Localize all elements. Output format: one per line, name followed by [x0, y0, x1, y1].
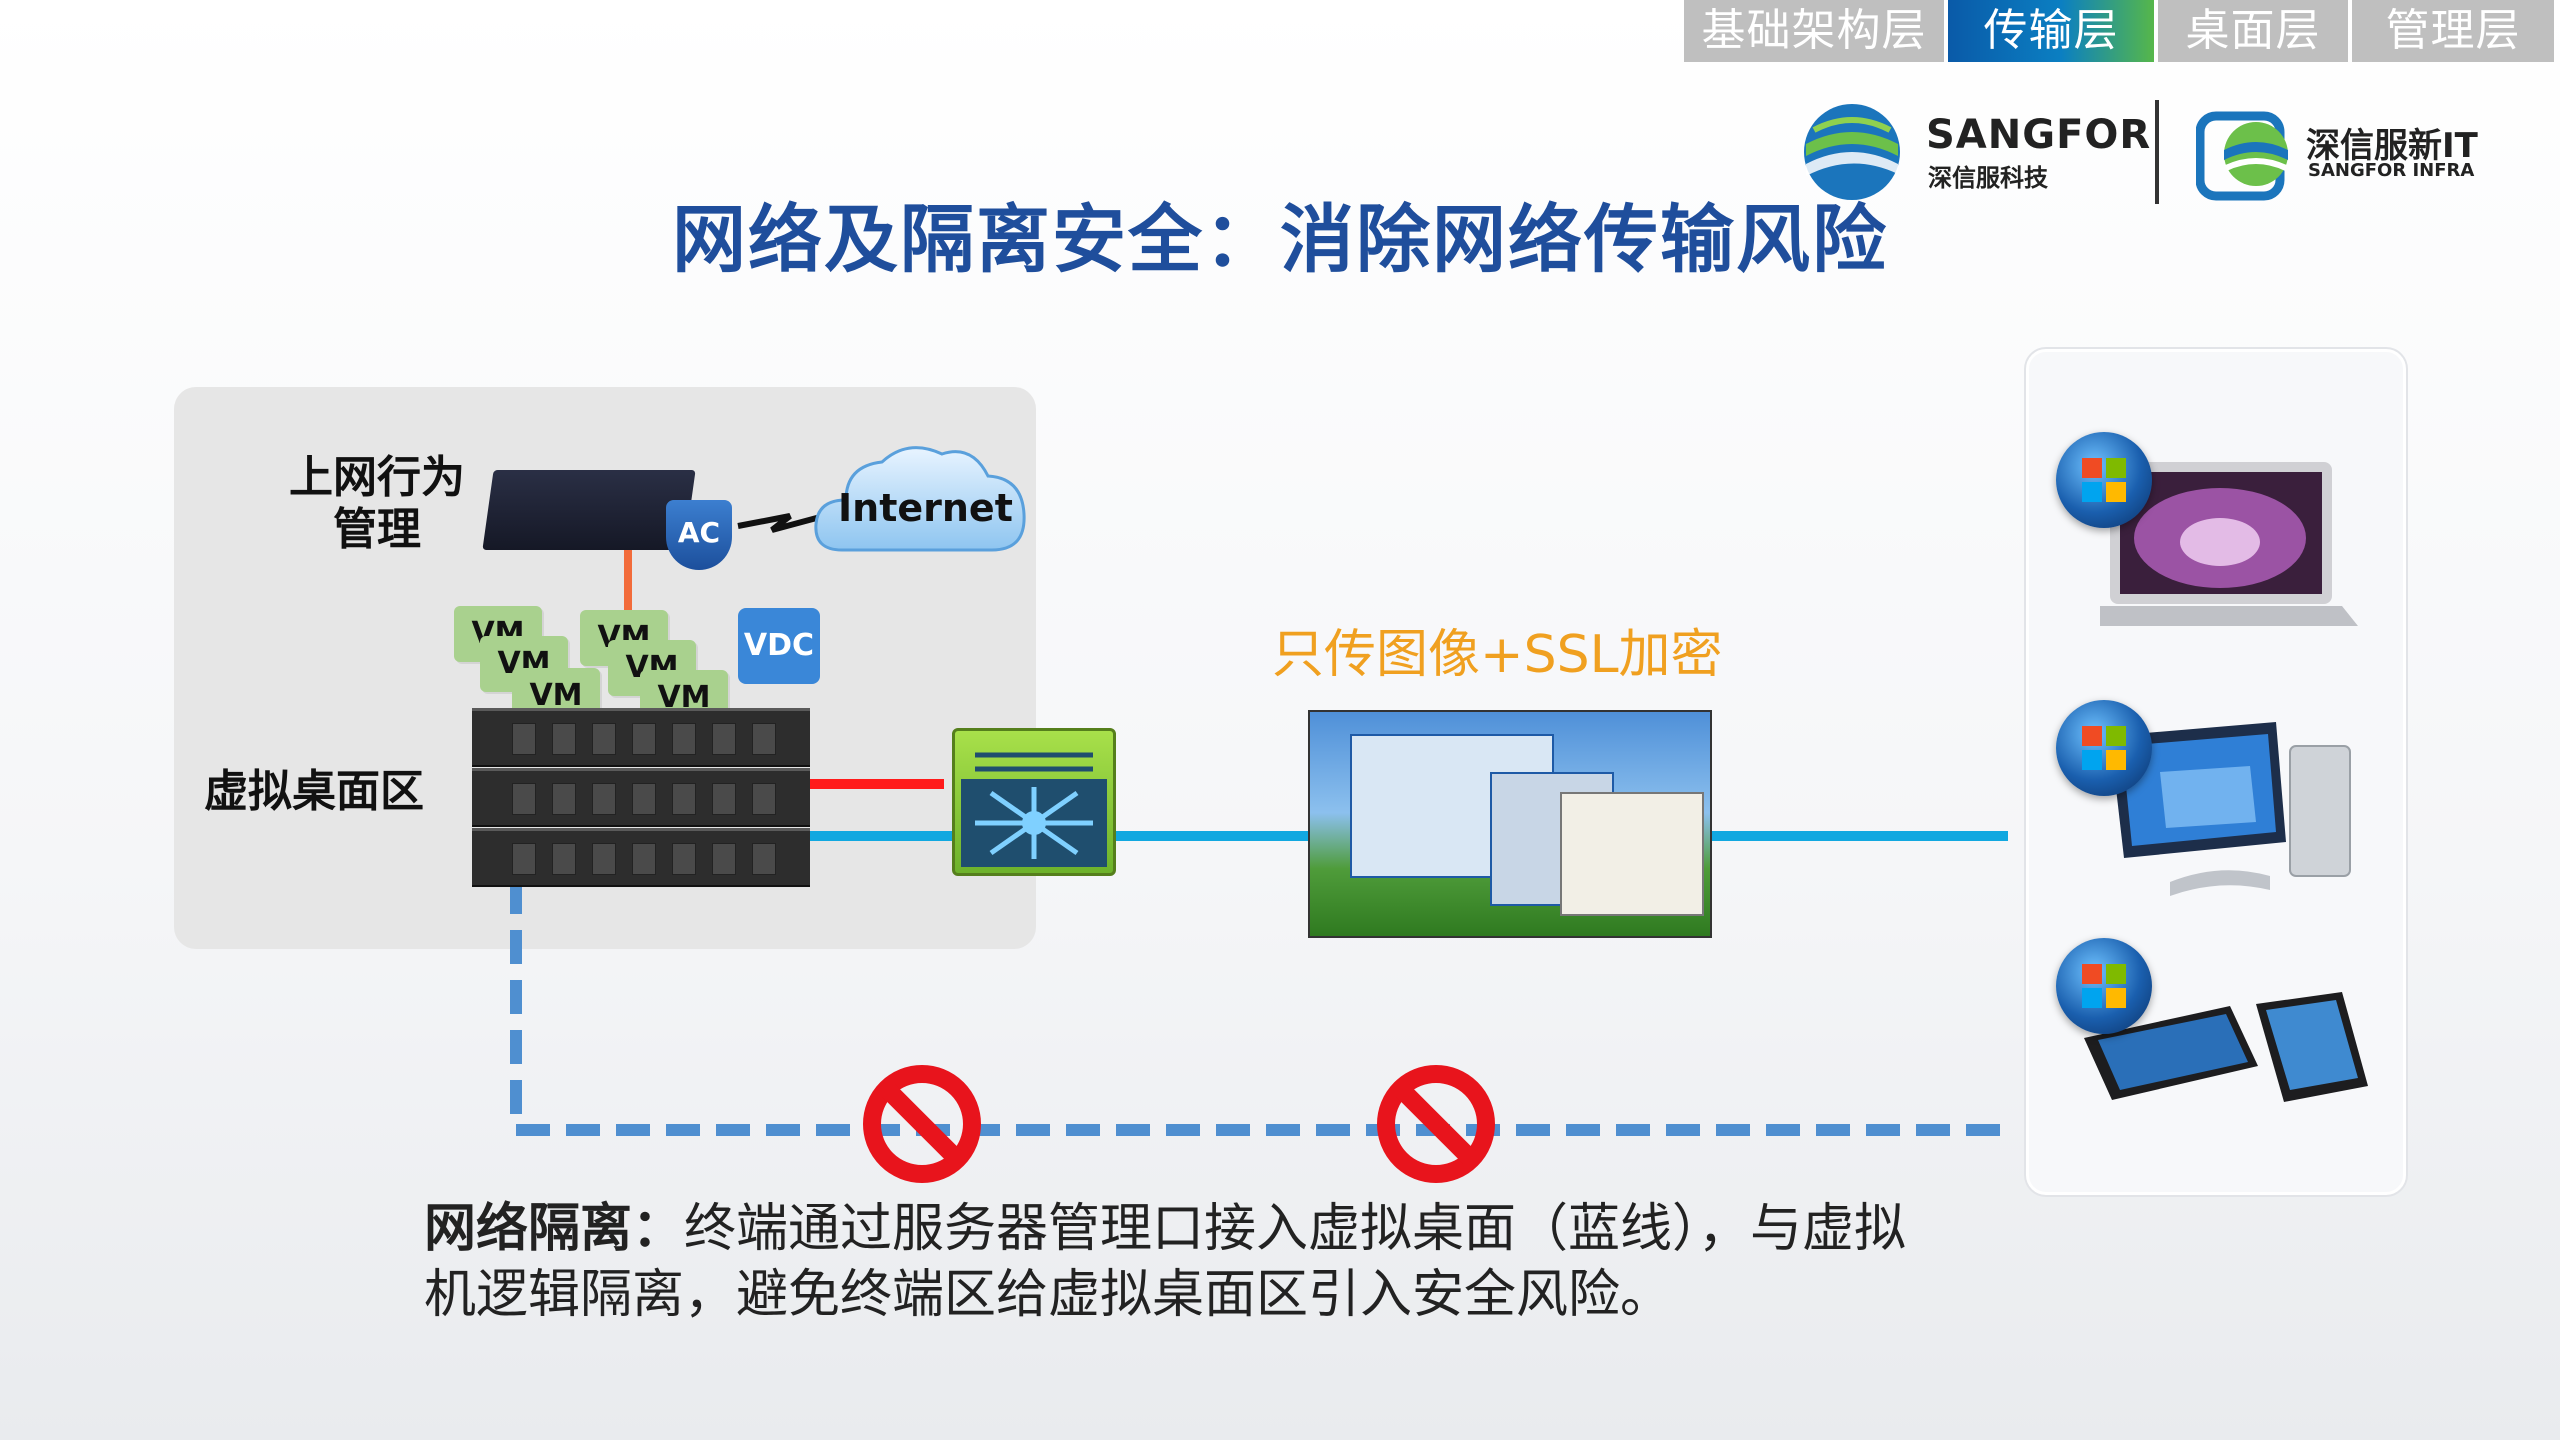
caption-head: 网络隔离： [424, 1199, 685, 1259]
desktop-pc-icon [2110, 722, 2351, 896]
server-unit [472, 708, 810, 767]
no-entry-icon [863, 1065, 981, 1183]
sangfor-brand-name: SANGFOR [1926, 112, 2152, 158]
ac-appliance-icon [482, 470, 696, 550]
windows-logo-icon [2056, 700, 2152, 796]
tab-transport[interactable]: 传输层 [1948, 0, 2154, 62]
laptop-icon [2100, 462, 2358, 626]
internet-cloud-icon [814, 446, 1026, 552]
vdc-label: VDC [743, 628, 815, 663]
ac-shield-icon: AC [666, 500, 732, 570]
tab-infrastructure[interactable]: 基础架构层 [1684, 0, 1944, 62]
vdc-badge: VDC [738, 608, 820, 684]
behavior-mgmt-label: 上网行为 管理 [282, 452, 472, 556]
screenshot-window [1560, 792, 1704, 916]
ssl-transport-label: 只传图像+SSL加密 [1272, 625, 1723, 685]
desktop-zone-label: 虚拟桌面区 [204, 766, 424, 817]
server-stack-icon [472, 708, 810, 887]
remote-desktop-screenshot [1308, 710, 1712, 938]
no-entry-icon [1377, 1065, 1495, 1183]
infra-brand-en: SANGFOR INFRA [2308, 160, 2475, 181]
infra-brand-cn: 深信服新IT [2306, 126, 2478, 166]
network-switch-icon [952, 728, 1116, 876]
mobile-devices-icon [2084, 992, 2368, 1102]
sangfor-infra-logo-icon [2195, 102, 2296, 202]
windows-logo-icon [2056, 938, 2152, 1034]
ac-badge-label: AC [677, 516, 721, 549]
top-nav: 基础架构层 传输层 桌面层 管理层 [1680, 0, 2554, 62]
isolation-caption: 网络隔离：终端通过服务器管理口接入虚拟桌面（蓝线），与虚拟机逻辑隔离，避免终端区… [424, 1196, 1944, 1328]
internet-lightning-link [737, 513, 825, 533]
behavior-mgmt-label-line2: 管理 [333, 504, 421, 555]
behavior-mgmt-label-line1: 上网行为 [289, 452, 465, 503]
internet-label: Internet [838, 486, 1013, 530]
sangfor-logo-icon [1800, 100, 1904, 204]
tab-desktop[interactable]: 桌面层 [2158, 0, 2348, 62]
caption-body: 终端通过服务器管理口接入虚拟桌面（蓝线），与虚拟机逻辑隔离，避免终端区给虚拟桌面… [424, 1199, 1907, 1325]
sangfor-brand-cn: 深信服科技 [1928, 164, 2048, 192]
logo-divider [2155, 100, 2159, 204]
tab-management[interactable]: 管理层 [2352, 0, 2554, 62]
server-unit [472, 828, 810, 887]
windows-logo-icon [2056, 432, 2152, 528]
page-title: 网络及隔离安全：消除网络传输风险 [672, 197, 1888, 283]
server-unit [472, 768, 810, 827]
